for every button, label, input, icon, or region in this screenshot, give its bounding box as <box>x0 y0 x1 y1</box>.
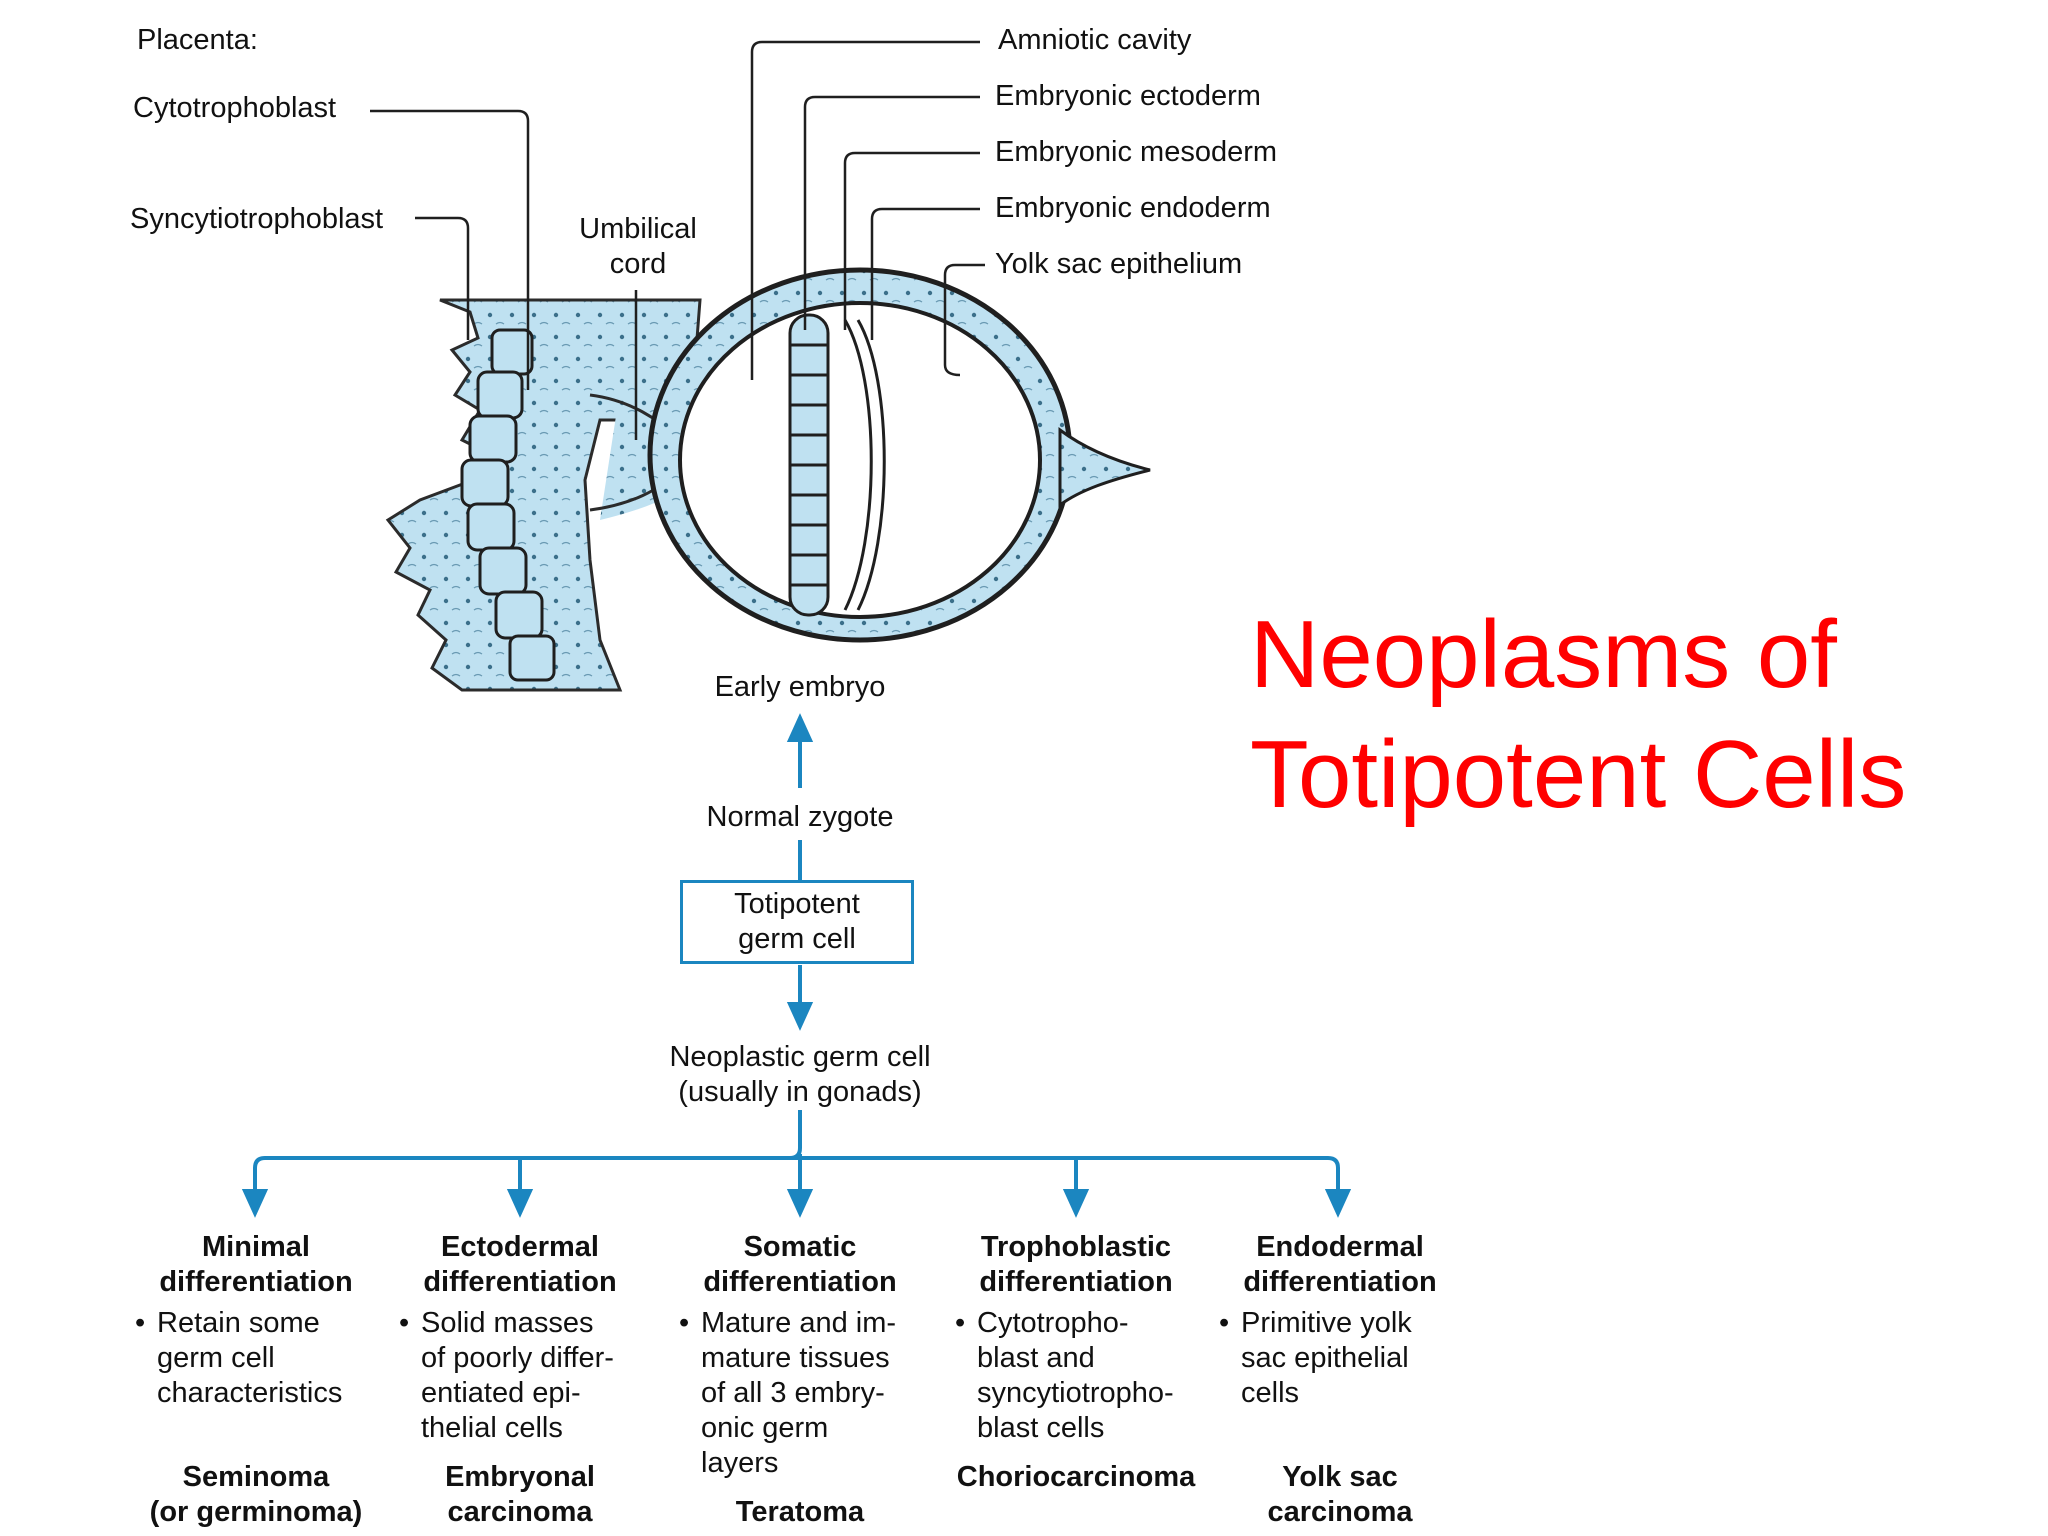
totipotent-germ-cell-box: Totipotent germ cell <box>680 880 914 964</box>
tumor-embryonal-carcinoma: Embryonal carcinoma <box>395 1460 645 1530</box>
title-line-2: Totipotent Cells <box>1250 721 1907 828</box>
tumor-name: Choriocarcinoma <box>956 1461 1196 1493</box>
column-minimal-differentiation: Minimal differentiation Retain some germ… <box>131 1230 381 1411</box>
column-endodermal-differentiation: Endodermal differentiation Primitive yol… <box>1215 1230 1465 1411</box>
tumor-name: Seminoma (or germinoma) <box>149 1461 363 1528</box>
early-embryo-caption: Early embryo <box>714 671 886 703</box>
column-heading: Minimal differentiation <box>159 1231 353 1298</box>
column-bullet: Cytotropho- blast and syncytiotropho- bl… <box>951 1306 1201 1446</box>
column-bullet: Mature and im- mature tissues of all 3 e… <box>675 1306 925 1481</box>
tumor-name: Teratoma <box>735 1496 865 1528</box>
cytotrophoblast-cells <box>460 328 556 682</box>
embryo-sac-inner <box>678 301 1042 619</box>
column-bullet: Solid masses of poorly differ- entiated … <box>395 1306 645 1446</box>
neoplastic-germ-cell-label: Neoplastic germ cell (usually in gonads) <box>669 1041 931 1108</box>
tumor-name: Yolk sac carcinoma <box>1267 1461 1413 1528</box>
tumor-name: Embryonal carcinoma <box>445 1461 595 1528</box>
column-somatic-differentiation: Somatic differentiation Mature and im- m… <box>675 1230 925 1481</box>
amniotic-cavity-label: Amniotic cavity <box>998 24 1192 56</box>
column-ectodermal-differentiation: Ectodermal differentiation Solid masses … <box>395 1230 645 1446</box>
yolk-sac-epithelium-label: Yolk sac epithelium <box>995 248 1243 280</box>
flow-arrows <box>241 713 1352 1218</box>
embryonic-endoderm-label: Embryonic endoderm <box>995 192 1271 224</box>
column-bullet: Retain some germ cell characteristics <box>131 1306 381 1411</box>
placenta-heading: Placenta: <box>137 24 258 56</box>
label-leader-lines <box>370 40 985 440</box>
syncytiotrophoblast-label: Syncytiotrophoblast <box>130 203 384 235</box>
column-bullet: Primitive yolk sac epithelial cells <box>1215 1306 1465 1411</box>
tumor-yolk-sac-carcinoma: Yolk sac carcinoma <box>1215 1460 1465 1530</box>
normal-zygote-label: Normal zygote <box>706 801 894 833</box>
column-heading: Ectodermal differentiation <box>423 1231 617 1298</box>
embryonic-mesoderm-label: Embryonic mesoderm <box>995 136 1278 168</box>
column-heading: Somatic differentiation <box>703 1231 897 1298</box>
tumor-seminoma: Seminoma (or germinoma) <box>131 1460 381 1530</box>
column-trophoblastic-differentiation: Trophoblastic differentiation Cytotropho… <box>951 1230 1201 1446</box>
embryonic-disc <box>788 313 886 617</box>
column-heading: Endodermal differentiation <box>1243 1231 1437 1298</box>
column-heading: Trophoblastic differentiation <box>979 1231 1173 1298</box>
tumor-choriocarcinoma: Choriocarcinoma <box>951 1460 1201 1495</box>
title-line-1: Neoplasms of <box>1250 601 1837 708</box>
cytotrophoblast-label: Cytotrophoblast <box>133 92 337 124</box>
embryonic-ectoderm-label: Embryonic ectoderm <box>995 80 1261 112</box>
tumor-teratoma: Teratoma <box>675 1495 925 1530</box>
umbilical-cord-label: Umbilical cord <box>579 213 697 280</box>
